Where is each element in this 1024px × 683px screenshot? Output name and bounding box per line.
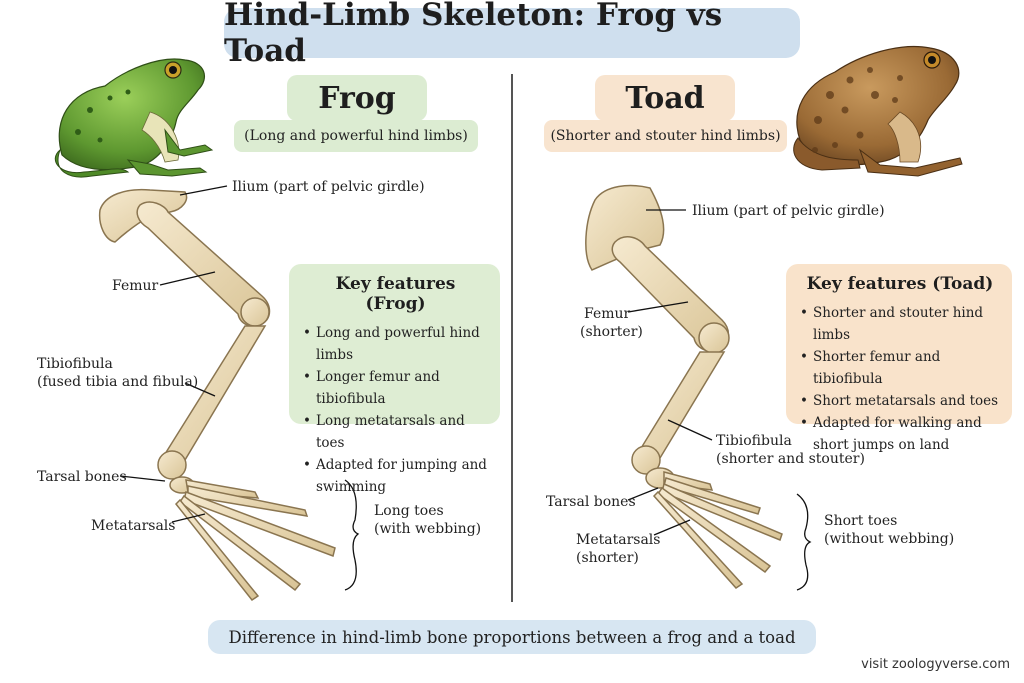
toad-pointer-lines bbox=[627, 209, 812, 591]
title-banner: Hind-Limb Skeleton: Frog vs Toad bbox=[224, 0, 800, 69]
frog-illustration bbox=[54, 58, 214, 178]
list-item: Shorter femur and tibiofibula bbox=[800, 346, 1000, 390]
frog-label-toes: Long toes bbox=[374, 503, 444, 519]
toad-label-tarsal: Tarsal bones bbox=[546, 494, 636, 510]
frog-features-list: Long and powerful hind limbs Longer femu… bbox=[303, 322, 488, 498]
toad-label-femur: Femur bbox=[584, 306, 631, 322]
frog-hindlimb-skeleton bbox=[98, 188, 336, 602]
toad-label-metatarsals-note: (shorter) bbox=[576, 550, 639, 566]
frog-label-tibiofibula-note: (fused tibia and fibula) bbox=[37, 374, 199, 390]
diagram-caption: Difference in hind-limb bone proportions… bbox=[208, 620, 816, 654]
toad-key-features-title: Key features (Toad) bbox=[806, 274, 994, 294]
frog-key-features: Key features (Frog) Long and powerful hi… bbox=[289, 264, 500, 495]
list-item: Adapted for jumping and swimming bbox=[303, 454, 488, 498]
frog-heading: Frog bbox=[287, 75, 427, 121]
page-title: Hind-Limb Skeleton: Frog vs Toad bbox=[224, 0, 723, 69]
toad-heading: Toad bbox=[595, 75, 735, 121]
frog-label-metatarsals: Metatarsals bbox=[91, 518, 176, 534]
list-item: Shorter and stouter hind limbs bbox=[800, 302, 1000, 346]
list-item-continuation: swimming bbox=[316, 479, 387, 495]
frog-label-ilium: Ilium (part of pelvic girdle) bbox=[232, 179, 425, 195]
list-item-continuation: short jumps on land bbox=[813, 437, 950, 453]
toad-label-femur-note: (shorter) bbox=[580, 324, 643, 340]
list-item: Long and powerful hind limbs bbox=[303, 322, 488, 366]
toad-features-list: Shorter and stouter hind limbs Shorter f… bbox=[800, 302, 1000, 456]
toad-label-toes: Short toes bbox=[824, 513, 898, 529]
list-item: Longer femur and tibiofibula bbox=[303, 366, 488, 410]
frog-label-tibiofibula: Tibiofibula bbox=[37, 356, 113, 372]
toad-illustration bbox=[793, 45, 963, 177]
frog-pointer-lines bbox=[119, 185, 360, 591]
frog-label-toes-note: (with webbing) bbox=[374, 521, 482, 537]
toad-label-ilium: Ilium (part of pelvic girdle) bbox=[692, 203, 885, 219]
frog-label-femur: Femur bbox=[112, 278, 159, 294]
toad-label-tibiofibula: Tibiofibula bbox=[716, 433, 792, 449]
toad-key-features: Key features (Toad) Shorter and stouter … bbox=[786, 264, 1012, 453]
list-item: Adapted for walking and short jumps on la… bbox=[800, 412, 1000, 456]
list-item-line: Adapted for walking and bbox=[813, 415, 982, 431]
list-item: Long metatarsals and toes bbox=[303, 410, 488, 454]
center-divider bbox=[511, 74, 513, 602]
toad-subheading: (Shorter and stouter hind limbs) bbox=[544, 120, 787, 152]
list-item-line: Adapted for jumping and bbox=[316, 457, 487, 473]
toad-label-toes-note: (without webbing) bbox=[824, 531, 955, 547]
list-item: Short metatarsals and toes bbox=[800, 390, 1000, 412]
toad-label-metatarsals: Metatarsals bbox=[576, 532, 661, 548]
frog-label-tarsal: Tarsal bones bbox=[37, 469, 127, 485]
frog-key-features-title: Key features (Frog) bbox=[335, 274, 456, 314]
frog-subheading: (Long and powerful hind limbs) bbox=[234, 120, 478, 152]
toad-hindlimb-skeleton bbox=[585, 184, 783, 589]
footer-credit: visit zoologyverse.com bbox=[861, 657, 1010, 672]
